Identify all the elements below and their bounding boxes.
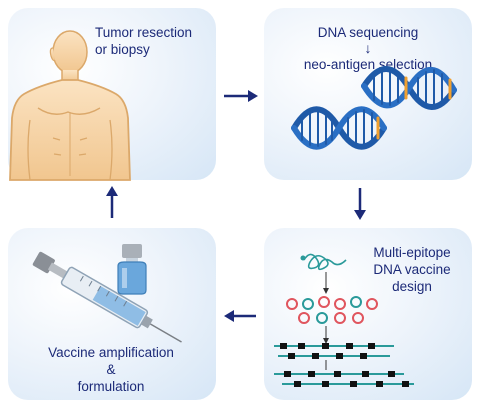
design-line1: Multi-epitope (373, 245, 451, 260)
panel-tumor-resection: Tumor resection or biopsy (8, 8, 216, 181)
vial-icon (117, 244, 147, 295)
tumor-step-label: Tumor resection or biopsy (95, 24, 192, 58)
syringe-icon (32, 251, 182, 343)
sequencing-down-arrow: ↓ (364, 40, 372, 56)
design-step-label: Multi-epitope DNA vaccine design (356, 244, 468, 295)
tumor-line1: Tumor resection (95, 25, 193, 40)
sequencing-line1: DNA sequencing (317, 25, 419, 40)
sequencing-step-label: DNA sequencing ↓ neo-antigen selection (264, 24, 472, 73)
panel-vaccine-design: Multi-epitope DNA vaccine design (264, 228, 472, 400)
vaccine-step-label: Vaccine amplification & formulation (26, 344, 196, 395)
design-line2: DNA vaccine (373, 262, 451, 277)
dna-helix-icon (291, 66, 457, 150)
design-line3: design (392, 279, 432, 294)
vaccine-line3: formulation (77, 379, 145, 394)
panel-vaccine-amplification: Vaccine amplification & formulation (8, 228, 216, 400)
tumor-line2: or biopsy (95, 42, 150, 57)
vaccine-line1: Vaccine amplification (48, 345, 174, 360)
vaccine-line2: & (106, 362, 116, 377)
sequencing-line2: neo-antigen selection (303, 57, 433, 72)
panel-dna-sequencing: DNA sequencing ↓ neo-antigen selection (264, 8, 472, 180)
human-body-icon (9, 30, 131, 181)
epitope-construct-icon (274, 253, 414, 387)
